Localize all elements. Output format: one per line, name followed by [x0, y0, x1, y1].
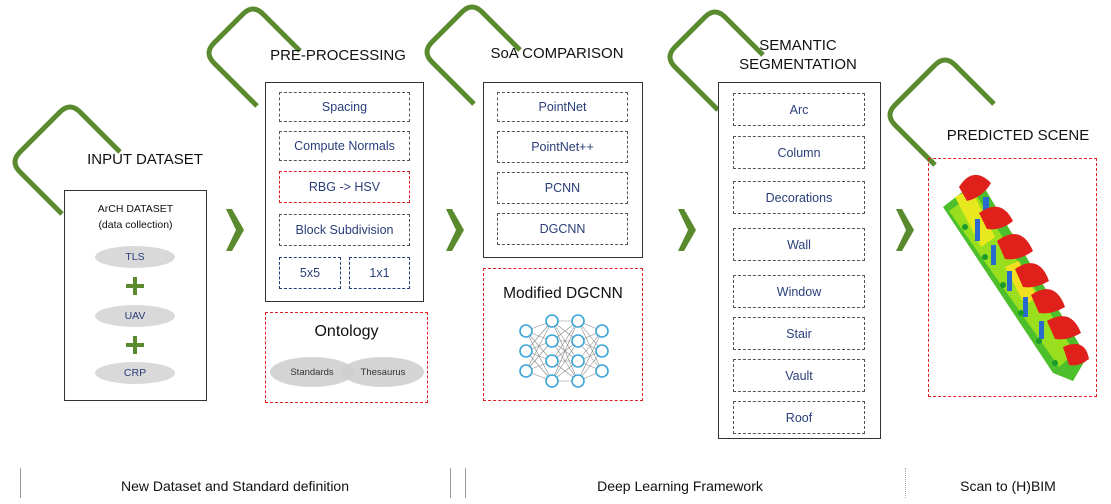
modified-dgcnn-box: Modified DGCNN — [483, 268, 643, 401]
source-tls: TLS — [95, 246, 175, 268]
chevron-right-icon — [446, 209, 464, 251]
preprocessing-panel: Spacing Compute Normals RBG -> HSV Block… — [265, 82, 424, 302]
semantic-segmentation-header-line2: SEGMENTATION — [739, 56, 857, 73]
semantic-segmentation-panel: Arc Column Decorations Wall Window Stair… — [718, 82, 881, 439]
diamond-soa — [424, 4, 522, 106]
class-column: Column — [733, 136, 865, 169]
class-roof: Roof — [733, 401, 865, 434]
class-arc: Arc — [733, 93, 865, 126]
preprocessing-header: PRE-PROCESSING — [270, 47, 406, 64]
chevron-right-icon — [678, 209, 696, 251]
step-compute-normals: Compute Normals — [279, 131, 410, 161]
footer-separator — [905, 468, 907, 498]
class-stair: Stair — [733, 317, 865, 350]
soa-comparison-panel: PointNet PointNet++ PCNN DGCNN — [483, 82, 643, 258]
predicted-scene-header: PREDICTED SCENE — [946, 127, 1090, 144]
footer-left-label: New Dataset and Standard definition — [120, 478, 350, 494]
footer-separator — [465, 468, 466, 498]
footer-separator — [20, 468, 21, 498]
ontology-standards: Standards — [270, 357, 354, 387]
chevron-right-icon — [226, 209, 244, 251]
input-dataset-header: INPUT DATASET — [87, 151, 203, 168]
diamond-input — [12, 104, 122, 216]
plus-icon — [126, 277, 144, 295]
arch-dataset-subtitle: (data collection) — [98, 219, 173, 231]
neural-network-icon — [519, 314, 609, 388]
arch-dataset-title: ArCH DATASET — [97, 203, 174, 215]
modified-dgcnn-title: Modified DGCNN — [503, 285, 623, 302]
plus-icon — [126, 336, 144, 354]
predicted-scene-box — [928, 158, 1097, 397]
input-dataset-panel: ArCH DATASET (data collection) TLS UAV C… — [64, 190, 207, 401]
footer-separator — [450, 468, 451, 498]
class-wall: Wall — [733, 228, 865, 261]
model-pointnet-plus-plus: PointNet++ — [497, 131, 628, 163]
step-block-subdivision: Block Subdivision — [279, 214, 410, 246]
semantic-segmentation-header: SEMANTIC SEGMENTATION — [728, 36, 868, 74]
class-window: Window — [733, 275, 865, 308]
source-crp: CRP — [95, 362, 175, 384]
point-cloud-image — [943, 174, 1089, 381]
footer-right-label: Scan to (H)BIM — [960, 478, 1056, 494]
diamond-preprocessing — [206, 6, 302, 108]
model-dgcnn: DGCNN — [497, 213, 628, 245]
block-size-1x1: 1x1 — [349, 257, 410, 289]
class-decorations: Decorations — [733, 181, 865, 214]
ontology-box: Ontology Standards Thesaurus — [265, 312, 428, 403]
footer-middle-label: Deep Learning Framework — [597, 478, 763, 494]
semantic-segmentation-header-line1: SEMANTIC — [759, 37, 837, 54]
diamond-predicted — [887, 57, 996, 167]
chevron-right-icon — [896, 209, 914, 251]
step-spacing: Spacing — [279, 92, 410, 122]
block-size-5x5: 5x5 — [279, 257, 341, 289]
ontology-thesaurus: Thesaurus — [342, 357, 424, 387]
diamond-segmentation — [667, 9, 765, 112]
class-vault: Vault — [733, 359, 865, 392]
model-pcnn: PCNN — [497, 172, 628, 204]
source-uav: UAV — [95, 305, 175, 327]
soa-comparison-header: SoA COMPARISON — [490, 45, 624, 62]
step-rgb-hsv: RBG -> HSV — [279, 171, 410, 203]
ontology-title: Ontology — [314, 323, 379, 340]
model-pointnet: PointNet — [497, 92, 628, 122]
